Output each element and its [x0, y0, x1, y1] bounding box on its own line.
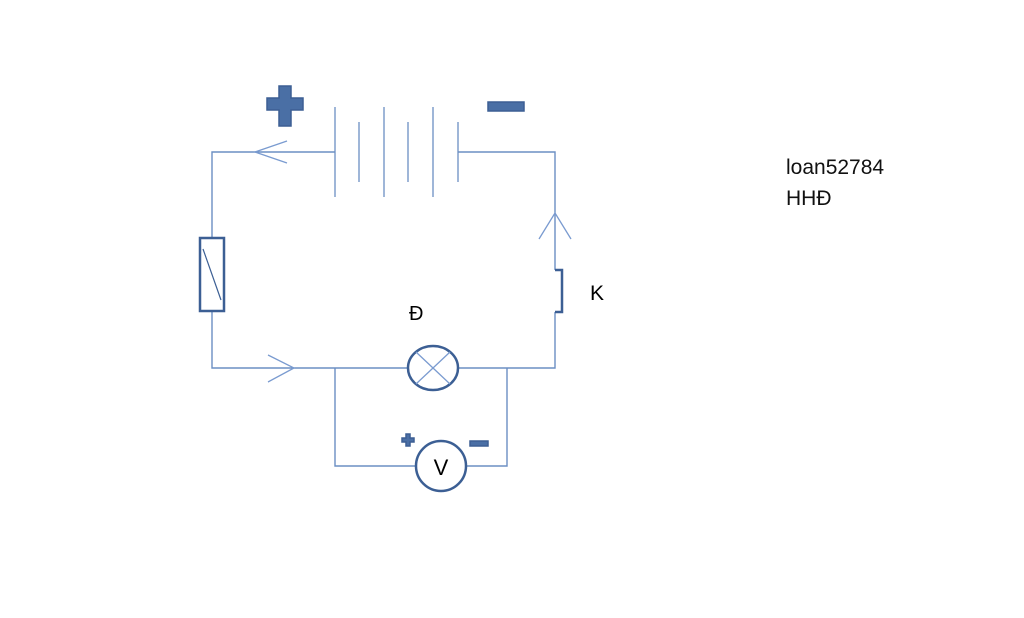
- switch-label: K: [590, 282, 604, 305]
- arrow-bottom-right: [267, 354, 296, 383]
- switch-k: [555, 268, 564, 314]
- voltmeter: [414, 439, 468, 493]
- watermark: loan52784 HHĐ: [786, 152, 884, 214]
- arrow-right-up: [538, 211, 572, 240]
- current-arrows: [253, 140, 572, 383]
- arrow-top-left: [253, 140, 288, 164]
- watermark-username: loan52784: [786, 156, 885, 179]
- wire-lamp-right: [458, 312, 556, 369]
- wire-top-left: [211, 151, 335, 238]
- voltmeter-label: V: [434, 455, 449, 480]
- lamp: [406, 344, 460, 392]
- wire-right-upper: [458, 151, 556, 270]
- voltmeter-plus-sign: [401, 433, 415, 447]
- wire-left-lower: [211, 311, 408, 369]
- wire-voltmeter-branch-right: [466, 368, 508, 467]
- resistor: [198, 236, 226, 313]
- lamp-label: Đ: [409, 303, 423, 325]
- battery-minus-sign: [487, 101, 525, 112]
- battery: [334, 107, 459, 197]
- watermark-signature: HHĐ: [786, 187, 832, 210]
- battery-plus-sign: [266, 85, 304, 127]
- wire-voltmeter-branch-left: [334, 368, 416, 467]
- voltmeter-minus-sign: [469, 440, 489, 447]
- circuit-wires: [211, 151, 556, 467]
